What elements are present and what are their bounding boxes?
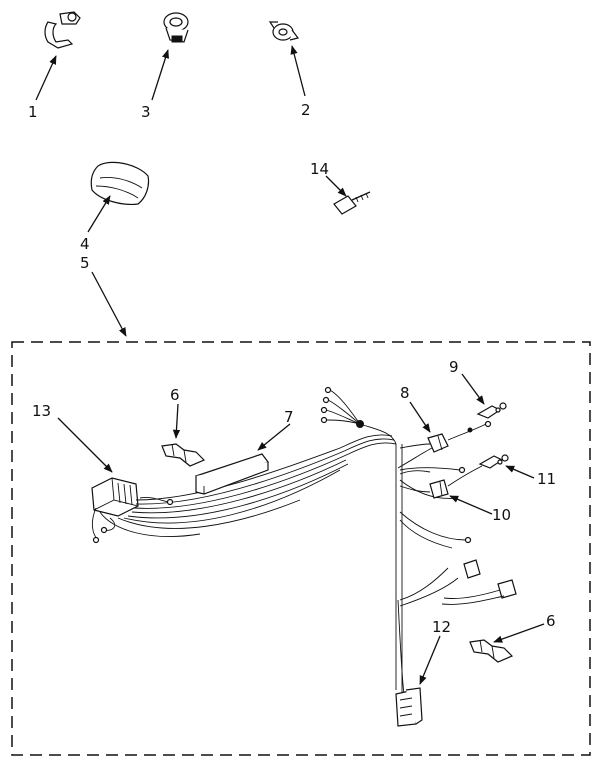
leader-line-9 bbox=[461, 373, 485, 405]
callout-2: 2 bbox=[301, 101, 311, 119]
part-13-connector-block bbox=[91, 477, 139, 517]
harness-kit-boundary bbox=[11, 341, 591, 756]
callout-10: 10 bbox=[492, 506, 511, 524]
part-8-connector bbox=[397, 420, 492, 469]
part-14-screw bbox=[333, 191, 371, 215]
leader-line-1 bbox=[35, 55, 57, 101]
callout-6-upper: 6 bbox=[170, 386, 180, 404]
callout-11: 11 bbox=[537, 470, 556, 488]
vertical-harness-trunk bbox=[359, 423, 405, 695]
leader-line-6-lower bbox=[493, 623, 545, 643]
callout-4: 4 bbox=[80, 235, 90, 253]
leader-line-11 bbox=[505, 465, 535, 479]
callout-1: 1 bbox=[28, 103, 38, 121]
part-4-cable-shield bbox=[90, 161, 150, 205]
part-1-clip bbox=[44, 11, 81, 49]
upper-terminal-wires bbox=[320, 386, 364, 428]
callout-8: 8 bbox=[400, 384, 410, 402]
side-branch-wires bbox=[399, 511, 517, 607]
leader-line-7 bbox=[257, 423, 291, 451]
part-6-terminal-upper bbox=[161, 443, 206, 467]
part-6-terminal-lower bbox=[469, 639, 514, 663]
leader-line-10 bbox=[449, 495, 493, 515]
callout-6-lower: 6 bbox=[546, 612, 556, 630]
leader-line-6-upper bbox=[172, 403, 181, 439]
leader-line-4 bbox=[87, 195, 111, 233]
callout-9: 9 bbox=[449, 358, 459, 376]
part-7-conduit bbox=[194, 453, 269, 495]
callout-5: 5 bbox=[80, 254, 90, 272]
part-10-connector bbox=[399, 466, 466, 499]
part-2-grommet bbox=[268, 21, 300, 41]
part-11-terminal bbox=[447, 454, 509, 487]
callout-13: 13 bbox=[32, 402, 51, 420]
main-wire-bundle bbox=[91, 434, 397, 544]
callout-3: 3 bbox=[141, 103, 151, 121]
leader-line-5 bbox=[91, 271, 127, 337]
callout-14: 14 bbox=[310, 160, 329, 178]
part-12-bottom-connector bbox=[395, 687, 423, 727]
part-3-clamp bbox=[163, 12, 189, 43]
leader-line-12 bbox=[419, 635, 441, 685]
part-9-terminal bbox=[476, 402, 507, 419]
leader-line-8 bbox=[409, 401, 431, 433]
callout-7: 7 bbox=[284, 408, 294, 426]
leader-line-3 bbox=[151, 49, 169, 101]
leader-line-13 bbox=[57, 417, 113, 473]
callout-12: 12 bbox=[432, 618, 451, 636]
leader-line-2 bbox=[290, 45, 306, 97]
leader-line-14 bbox=[325, 175, 347, 197]
